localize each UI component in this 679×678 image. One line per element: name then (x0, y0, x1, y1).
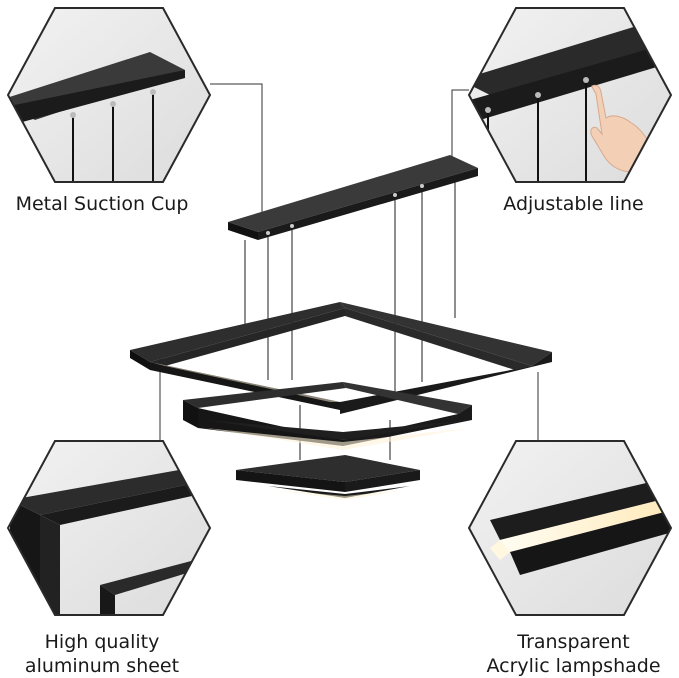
label-adjustable-line: Adjustable line (468, 192, 679, 216)
label-line-2: aluminum sheet (24, 655, 180, 677)
hexagon-metal-suction-cup (6, 7, 212, 183)
label-acrylic-lampshade: Transparent Acrylic lampshade (468, 630, 679, 678)
hexagon-adjustable-line (467, 7, 673, 183)
hexagon-acrylic-lampshade (467, 440, 673, 616)
label-text: Metal Suction Cup (15, 193, 189, 215)
label-aluminum-sheet: High quality aluminum sheet (0, 630, 204, 678)
hexagon-aluminum-sheet (6, 440, 212, 616)
label-line-2: Acrylic lampshade (486, 655, 661, 677)
label-line-1: Transparent (517, 631, 630, 653)
label-text: Adjustable line (503, 193, 644, 215)
label-metal-suction-cup: Metal Suction Cup (0, 192, 204, 216)
chandelier (130, 155, 552, 500)
label-line-1: High quality (44, 631, 160, 653)
